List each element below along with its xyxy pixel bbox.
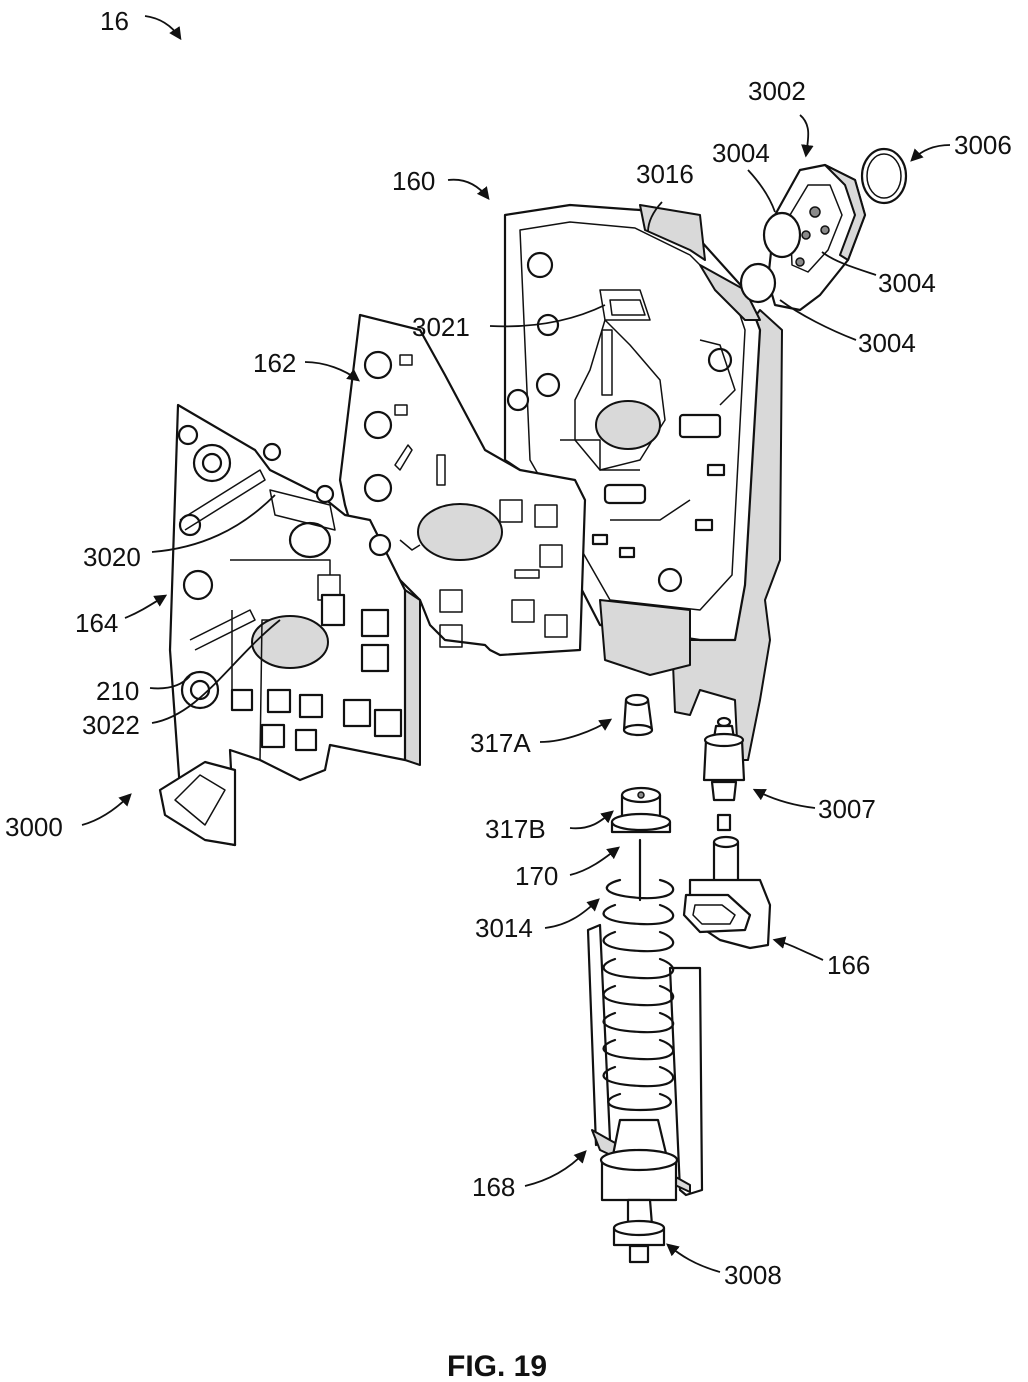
label-162: 162 (253, 348, 296, 378)
label-160: 160 (392, 166, 435, 196)
label-3022: 3022 (82, 710, 140, 740)
label-170: 170 (515, 861, 558, 891)
label-3016: 3016 (636, 159, 694, 189)
label-3014: 3014 (475, 913, 533, 943)
label-3004-right: 3004 (878, 268, 936, 298)
label-164: 164 (75, 608, 118, 638)
label-3006: 3006 (954, 130, 1012, 160)
cap-317A (624, 695, 652, 735)
seat-317B (612, 788, 670, 832)
label-3004-bottom: 3004 (858, 328, 916, 358)
label-317B: 317B (485, 814, 546, 844)
label-168: 168 (472, 1172, 515, 1202)
spring-3014 (604, 880, 674, 1110)
label-16: 16 (100, 6, 129, 36)
label-3002: 3002 (748, 76, 806, 106)
label-3020: 3020 (83, 542, 141, 572)
plunger-3007 (704, 718, 744, 830)
label-3007: 3007 (818, 794, 876, 824)
figure-caption: FIG. 19 (447, 1350, 547, 1382)
label-3004-top: 3004 (712, 138, 770, 168)
label-210: 210 (96, 676, 139, 706)
label-3021: 3021 (412, 312, 470, 342)
label-166: 166 (827, 950, 870, 980)
port-166 (684, 837, 770, 948)
label-317A: 317A (470, 728, 531, 758)
label-3000: 3000 (5, 812, 63, 842)
label-3008: 3008 (724, 1260, 782, 1290)
spring-housing-168 (588, 925, 702, 1262)
